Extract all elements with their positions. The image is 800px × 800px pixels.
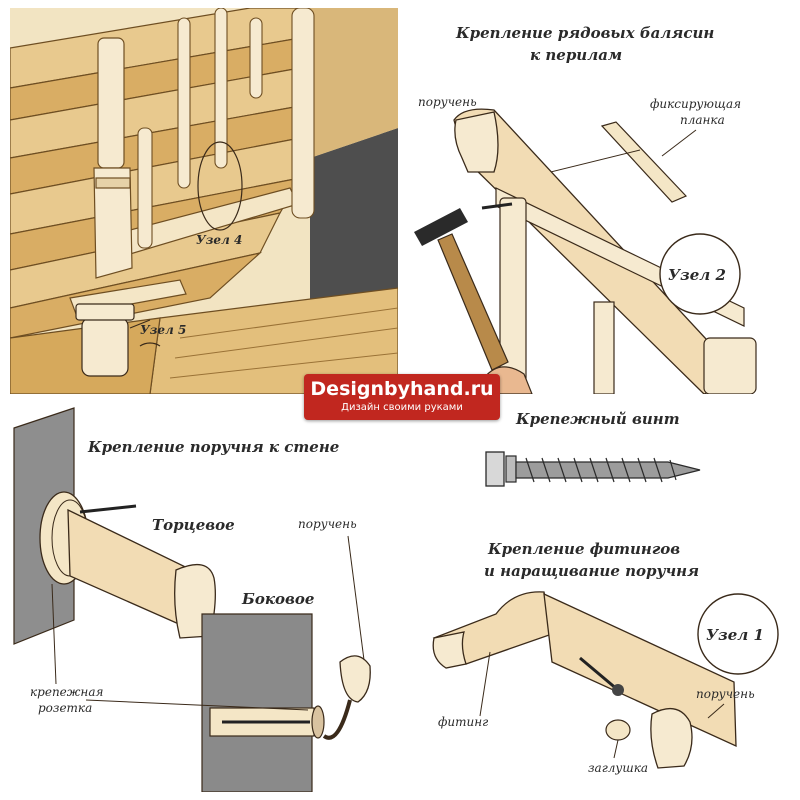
- handrail-wall-drawing: Крепление поручня к стене Торцевое поруч…: [13, 407, 371, 792]
- fittings-plug-label: заглушка: [588, 761, 648, 775]
- screw-title: Крепежный винт: [515, 410, 680, 428]
- fittings-title-line2: и наращивание поручня: [484, 562, 699, 580]
- node-4-label: Узел 4: [196, 233, 242, 247]
- wall-side-label: Боковое: [241, 590, 314, 608]
- fittings-node-1-label: Узел 1: [706, 626, 764, 644]
- rail-title-line1: Крепление рядовых балясин: [455, 24, 714, 42]
- rail-title-line2: к перилам: [530, 46, 622, 64]
- baluster-rail-drawing: Крепление рядовых балясин к перилам пору…: [414, 24, 757, 394]
- wall-title: Крепление поручня к стене: [87, 438, 339, 456]
- rail-plank-label-2: планка: [680, 113, 725, 127]
- handrail-wall-panel: Крепление поручня к стене Торцевое поруч…: [8, 400, 400, 792]
- fittings-title-line1: Крепление фитингов: [487, 540, 680, 558]
- rail-handrail-label: поручень: [418, 95, 477, 109]
- wall-handrail-label: поручень: [298, 517, 357, 531]
- rail-node-2-label: Узел 2: [668, 266, 726, 284]
- wall-rosette-label-2: розетка: [38, 701, 92, 715]
- screw-fittings-drawing: Крепежный винт Крепление фитингов и нара…: [432, 410, 779, 775]
- watermark-subtitle: Дизайн своими руками: [341, 402, 463, 413]
- staircase-panel: Узел 4 Узел 5: [10, 8, 398, 394]
- rail-plank-label-1: фиксирующая: [650, 97, 741, 111]
- staircase-drawing: Узел 4 Узел 5: [10, 8, 398, 394]
- watermark-title: Designbyhand.ru: [310, 378, 494, 400]
- wall-end-label: Торцевое: [152, 516, 235, 534]
- node-5-label: Узел 5: [140, 323, 186, 337]
- wall-rosette-label-1: крепежная: [30, 685, 103, 699]
- watermark-badge: Designbyhand.ru Дизайн своими руками: [304, 374, 500, 420]
- baluster-rail-panel: Крепление рядовых балясин к перилам пору…: [404, 8, 794, 394]
- fittings-handrail-label: поручень: [696, 687, 755, 701]
- fittings-fitting-label: фитинг: [438, 715, 488, 729]
- screw-fittings-panel: Крепежный винт Крепление фитингов и нара…: [404, 400, 794, 792]
